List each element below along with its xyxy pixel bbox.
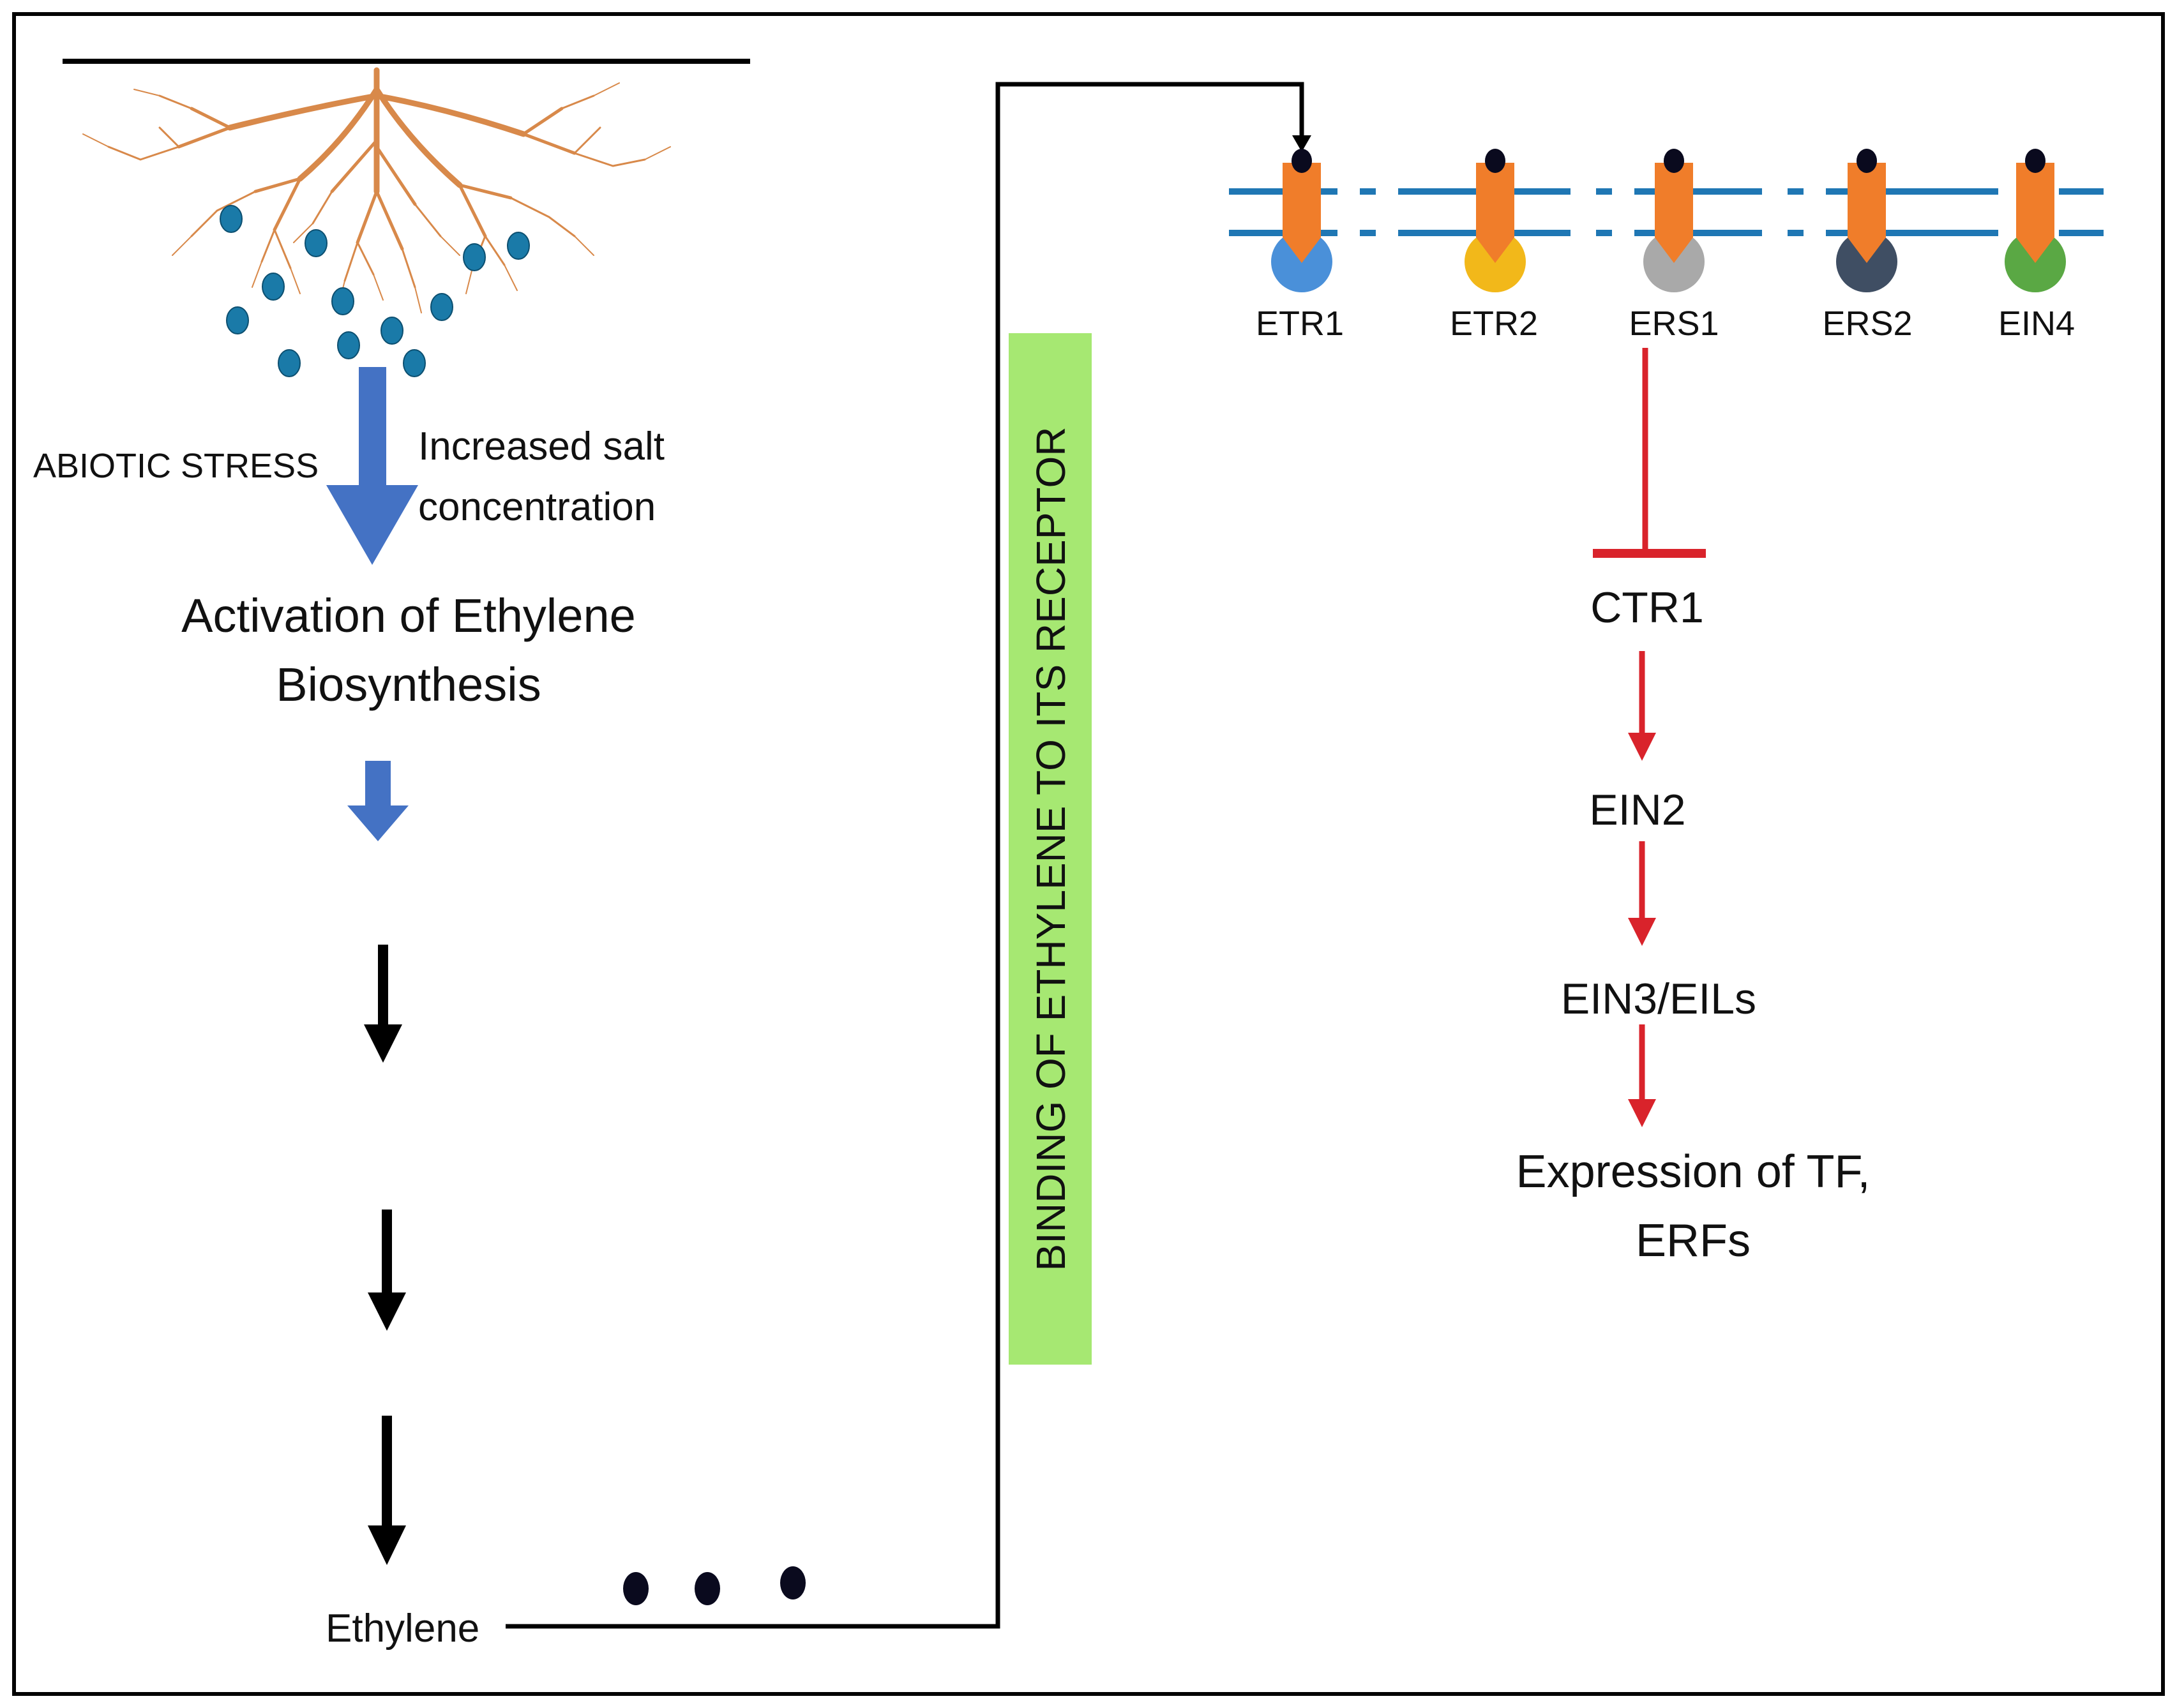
binding-label: BINDING OF ETHYLENE TO ITS RECEPTOR (1028, 427, 1074, 1271)
ethylene-connector-line (506, 82, 1304, 1629)
salt-label-line1: Increased salt (418, 424, 665, 468)
receptor-body-icon (1283, 163, 1321, 263)
ein2-label: EIN2 (1589, 786, 1685, 834)
salt-label-line2: concentration (418, 485, 656, 529)
receptor-group: ETR1 ETR2 ERS1 ERS2 EIN4 (1256, 149, 2075, 343)
abiotic-stress-label: ABIOTIC STRESS (33, 447, 319, 485)
stress-arrow-icon (326, 367, 418, 565)
receptor-label: ETR1 (1256, 304, 1344, 343)
black-arrow-icon (364, 945, 402, 1063)
ethylene-bound-icon (1292, 149, 1312, 173)
ethylene-bound-icon (2025, 149, 2045, 173)
receptor-body-icon (1848, 163, 1886, 263)
receptor-ers2: ERS2 (1822, 149, 1913, 343)
ethylene-label: Ethylene (326, 1607, 479, 1651)
small-blue-arrow-icon (347, 761, 409, 841)
expression-label-line1: Expression of TF, (1516, 1146, 1871, 1197)
ethylene-bound-icon (1857, 149, 1877, 173)
receptor-body-icon (1655, 163, 1693, 263)
ethylene-bound-icon (1485, 149, 1505, 173)
receptor-ein4: EIN4 (1998, 149, 2075, 343)
receptor-etr1: ETR1 (1256, 149, 1344, 343)
receptor-label: ETR2 (1450, 304, 1538, 343)
receptor-label: ERS1 (1629, 304, 1719, 343)
receptor-body-icon (2016, 163, 2054, 263)
receptor-body-icon (1476, 163, 1514, 263)
ein3-label: EIN3/EILs (1561, 975, 1756, 1023)
activation-label-line1: Activation of Ethylene (181, 589, 636, 642)
red-arrowhead-icon (1628, 1099, 1656, 1127)
ethylene-molecules (623, 1566, 806, 1605)
black-arrow-icon (368, 1416, 406, 1565)
red-arrowhead-icon (1628, 918, 1656, 946)
activation-label-line2: Biosynthesis (276, 658, 541, 711)
root-system-icon (82, 67, 671, 313)
connector-arrowhead-icon (1292, 135, 1311, 152)
ctr1-label: CTR1 (1590, 583, 1704, 632)
salt-droplets (220, 205, 530, 377)
receptor-label: EIN4 (1998, 304, 2075, 343)
receptor-etr2: ETR2 (1450, 149, 1538, 343)
ethylene-bound-icon (1664, 149, 1684, 173)
pathway-arrows (364, 945, 406, 1565)
receptor-ers1: ERS1 (1629, 149, 1719, 343)
expression-label-line2: ERFs (1636, 1215, 1751, 1266)
black-arrow-icon (368, 1210, 406, 1331)
binding-label-background (1009, 333, 1092, 1365)
red-arrowhead-icon (1628, 733, 1656, 761)
receptor-label: ERS2 (1822, 304, 1912, 343)
